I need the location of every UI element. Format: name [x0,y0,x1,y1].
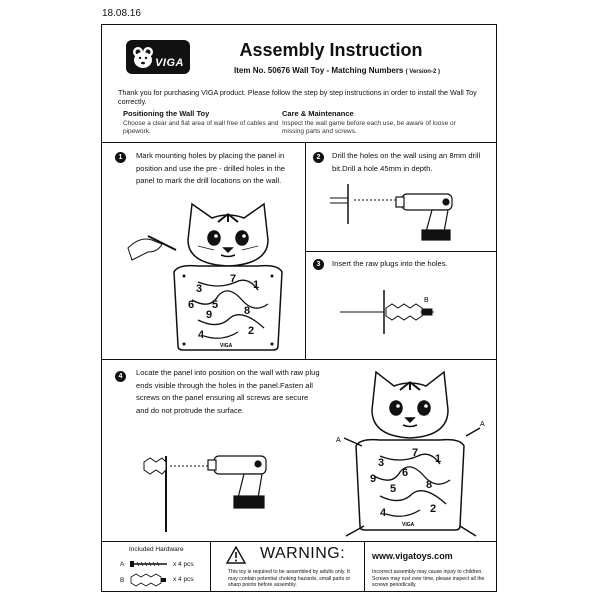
bear-logo-icon [133,47,153,68]
panel-number: 1 [253,279,259,291]
divider-footer-1 [210,541,211,592]
hardware-a-qty: x 4 pcs [173,561,194,568]
care-text: Inspect the wall game before each use, b… [282,120,456,135]
step-1-number: 1 [115,152,126,163]
step-1-text: Mark mounting holes by placing the panel… [136,151,286,185]
divider-footer-2 [364,541,365,592]
drill-wall-illustration [330,184,453,241]
positioning-heading: Positioning the Wall Toy [123,109,210,118]
panel-number: 4 [380,507,387,519]
raw-plug-illustration: B [340,290,434,334]
panel-number: 9 [370,473,376,485]
panel-number: 4 [198,329,205,341]
panel-number: 8 [244,305,250,317]
instruction-sheet [101,24,497,592]
positioning-section: Positioning the Wall Toy Choose a clear … [123,109,283,136]
drill-icon [395,193,453,241]
screw-icon [343,427,481,537]
panel-number: 5 [390,483,396,495]
website-url: www.vigatoys.com [372,551,453,561]
panel-number: 9 [206,309,212,321]
hardware-b-label: B [120,577,125,584]
screw-icon [143,457,167,475]
care-heading: Care & Maintenance [282,109,354,118]
panel-number: 5 [212,299,218,311]
divider-bottom [101,541,497,542]
step-4-panel-illustration: 7 3 1 9 8 5 2 4 6 VIGA A A [336,370,485,537]
intro-text: Thank you for purchasing VIGA product. P… [118,88,477,106]
drill-icon [207,455,267,509]
raw-plug-icon [130,573,166,587]
panel-number: 7 [412,447,418,459]
hardware-heading: Included Hardware [129,546,184,553]
version-label: ( Version-2 ) [405,69,440,75]
panel-brand: VIGA [402,522,415,528]
label-a: A [336,437,341,444]
step-4-text: Locate the panel into position on the wa… [136,368,320,415]
care-section: Care & Maintenance Inspect the wall game… [282,109,462,136]
panel-number: 7 [230,273,236,285]
divider-vertical [305,142,306,359]
panel-number: 2 [248,325,254,337]
warning-text: This toy is required to be assembled by … [228,569,351,588]
logo-brand-text: VIGA [155,57,184,69]
step-4-drill-illustration [143,455,267,532]
step-2-number: 2 [313,152,324,163]
positioning-text: Choose a clear and flat area of wall fre… [123,120,279,135]
print-date: 18.08.16 [102,8,141,19]
screw-icon [130,561,167,567]
panel-number: 3 [196,283,202,295]
warning-triangle-icon [226,546,246,564]
panel-number: 1 [435,453,441,465]
step-4-number: 4 [115,371,126,382]
panel-number: 3 [378,457,384,469]
panel-number: 6 [402,467,408,479]
hardware-a-label: A [120,561,125,568]
step-3-number: 3 [313,259,324,270]
item-number: Item No. 50676 Wall Toy - Matching Numbe… [234,66,404,75]
page-title: Assembly Instruction [239,40,423,60]
label-a: A [480,421,485,428]
step-1-illustration: 7 3 1 6 8 9 2 4 5 VIGA [127,202,283,351]
item-subtitle: Item No. 50676 Wall Toy - Matching Numbe… [212,66,462,75]
hand-pencil-icon [127,235,177,261]
step-2-text: Drill the holes on the wall using an 8mm… [332,151,481,173]
divider-top [101,142,497,143]
panel-brand: VIGA [220,343,233,349]
divider-step3 [305,251,497,252]
hardware-b-qty: x 4 pcs [173,576,194,583]
divider-step4 [101,359,497,360]
label-b: B [424,297,429,304]
warning-title: WARNING: [260,545,346,562]
panel-number: 2 [430,503,436,515]
website-note: Incorrect assembly may cause injury to c… [372,569,485,588]
viga-logo: VIGA [126,40,190,74]
step-3-text: Insert the raw plugs into the holes. [332,259,448,268]
panel-number: 6 [188,299,194,311]
panel-number: 8 [426,479,432,491]
